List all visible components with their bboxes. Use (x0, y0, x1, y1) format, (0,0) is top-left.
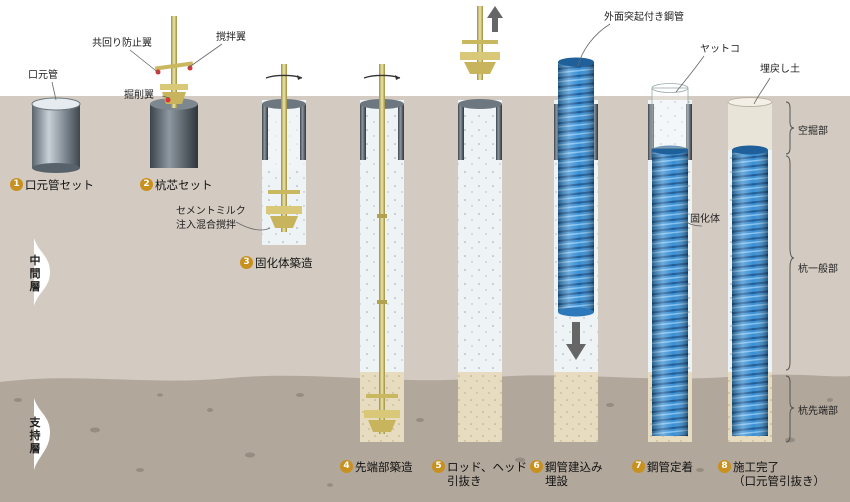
step-7-badge: 7 (632, 460, 645, 473)
step-1-label: 1 口元管セット (10, 178, 94, 192)
label-gaimen-tokki-kokan: 外面突起付き鋼管 (604, 12, 684, 23)
middle-layer-badge (34, 238, 50, 306)
step3-bore (262, 64, 306, 245)
step-5-badge: 5 (432, 460, 445, 473)
step-3-badge: 3 (240, 256, 253, 269)
step4-bore (360, 64, 404, 442)
layer-middle-label: 中間層 (29, 254, 41, 293)
step-4-badge: 4 (340, 460, 353, 473)
step-4-label: 4 先端部築造 (340, 460, 413, 474)
step6-bore (554, 57, 598, 442)
step-6-badge: 6 (530, 460, 543, 473)
step5-bore (458, 6, 503, 442)
step-2-badge: 2 (140, 178, 153, 191)
step-1-badge: 1 (10, 178, 23, 191)
step-5-label: 5 ロッド、ヘッド引抜き (432, 460, 527, 488)
label-cement-milk-2: 注入混合撹拌 (176, 220, 236, 231)
zone-braces (785, 101, 795, 443)
step2-auger (150, 16, 198, 168)
label-kussaku-yoku: 掘削翼 (124, 90, 154, 101)
step-6-label: 6 鋼管建込み埋設 (530, 460, 603, 488)
zone-kui-sentan: 杭先端部 (798, 406, 838, 417)
label-cement-milk-1: セメントミルク (176, 206, 246, 217)
support-layer-badge (34, 398, 50, 470)
zone-karabori: 空掘部 (798, 126, 828, 137)
step-8-badge: 8 (718, 460, 731, 473)
label-tomomawari-boshi-yoku: 共回り防止翼 (92, 38, 152, 49)
label-umemodoshi-do: 埋戻し土 (760, 64, 800, 75)
label-kuchimoto-kan: 口元管 (28, 70, 58, 81)
step8-bore (727, 97, 773, 442)
step-8-label: 8 施工完了（口元管引抜き） (718, 460, 825, 488)
zone-kui-ippan: 杭一般部 (798, 264, 838, 275)
label-koka-tai: 固化体 (690, 214, 720, 225)
step-3-label: 3 固化体築造 (240, 256, 313, 270)
step-2-label: 2 杭芯セット (140, 178, 213, 192)
gravel (14, 393, 833, 487)
step7-bore (648, 83, 692, 442)
step-7-label: 7 鋼管定着 (632, 460, 693, 474)
step1-casing (31, 97, 81, 173)
label-kakuhan-yoku: 撹拌翼 (216, 32, 246, 43)
leader-lines (51, 23, 771, 231)
layer-support-label: 支持層 (29, 416, 41, 455)
label-yattoko: ヤットコ (700, 44, 740, 55)
